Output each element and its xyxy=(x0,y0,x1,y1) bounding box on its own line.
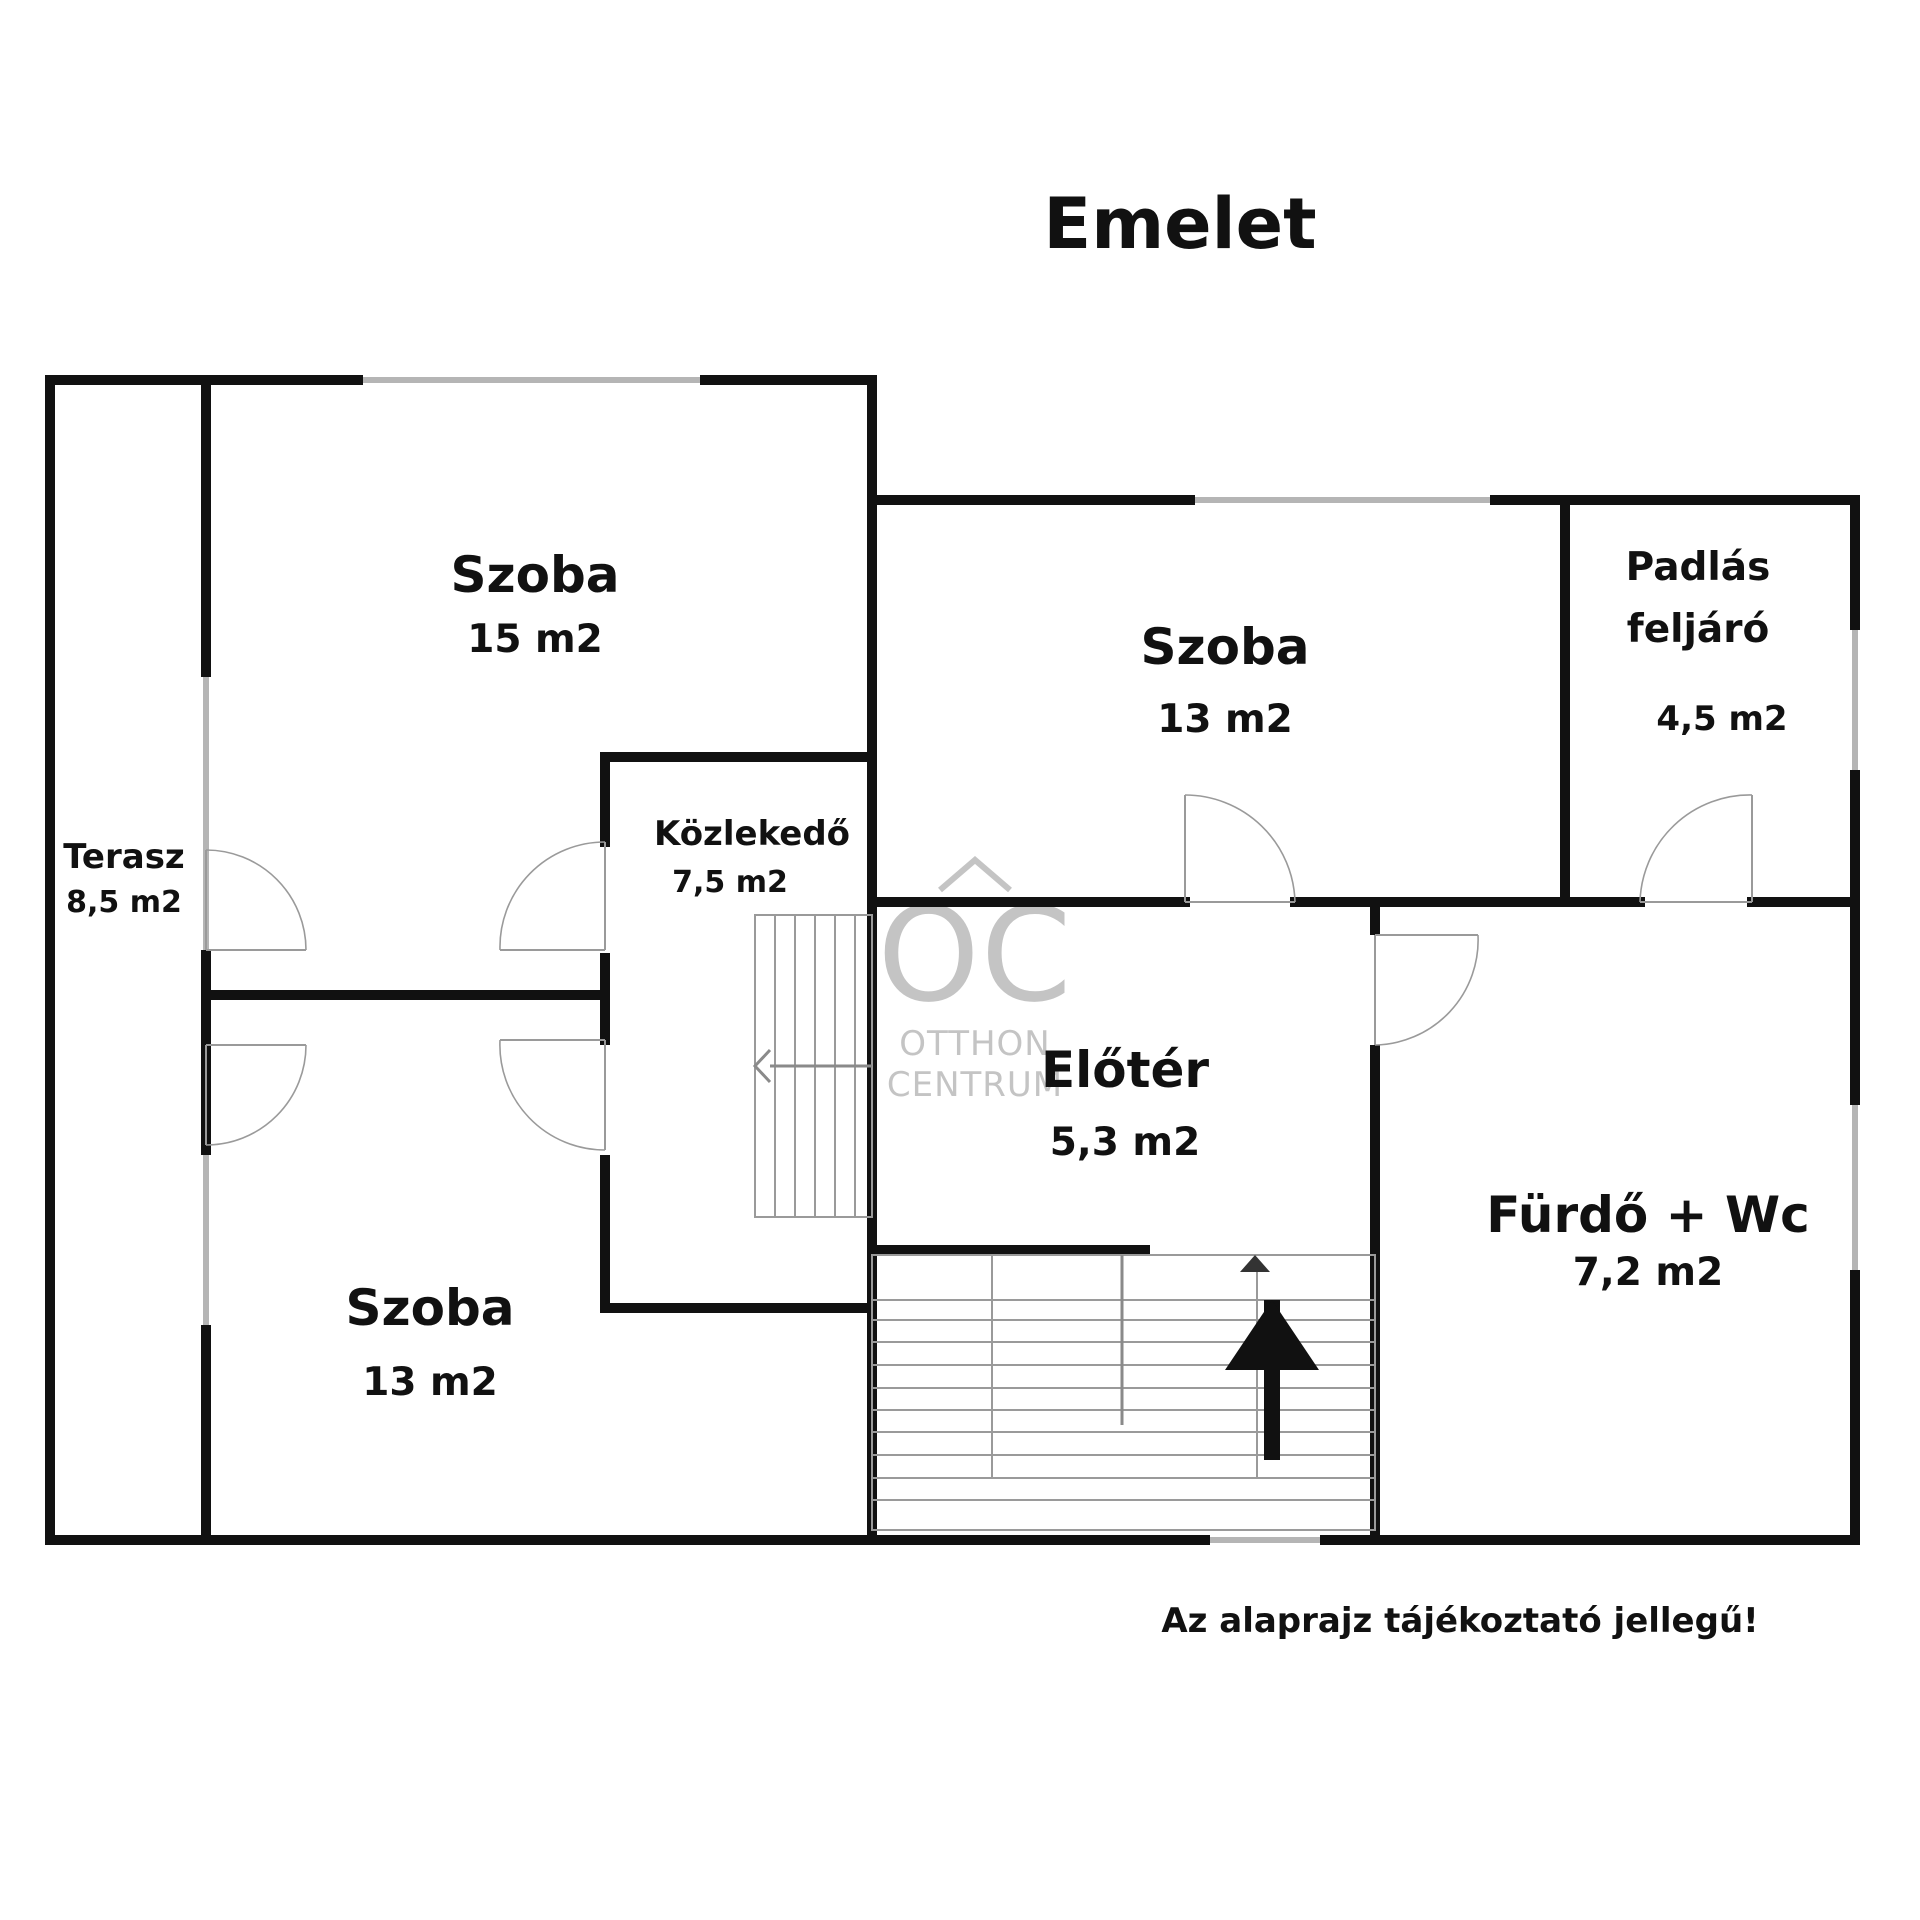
room-label-eloter: Előtér xyxy=(1041,1041,1209,1099)
logo-line-1: OTTHON xyxy=(899,1024,1050,1064)
room-labels: Szoba 15 m2 Szoba 13 m2 Padlás feljáró 4… xyxy=(63,545,1810,1405)
attic-stairs xyxy=(752,914,873,1218)
room-label-padlas-line2: feljáró xyxy=(1627,607,1770,652)
room-label-terasz: Terasz xyxy=(63,837,184,877)
room-label-szoba-sw: Szoba xyxy=(346,1279,515,1337)
room-label-kozlekedo: Közlekedő xyxy=(654,814,850,854)
room-area-terasz: 8,5 m2 xyxy=(66,885,182,920)
room-area-padlas: 4,5 m2 xyxy=(1656,699,1787,739)
room-area-eloter: 5,3 m2 xyxy=(1050,1120,1200,1165)
room-area-szoba-sw: 13 m2 xyxy=(362,1360,498,1405)
room-area-kozlekedo: 7,5 m2 xyxy=(672,865,788,900)
plan-title: Emelet xyxy=(1043,183,1316,265)
logo-line-2: CENTRUM xyxy=(887,1065,1063,1105)
doors xyxy=(205,794,1753,1151)
main-staircase xyxy=(871,1254,1376,1531)
room-label-furdo: Fürdő + Wc xyxy=(1486,1186,1810,1244)
room-label-szoba-ne: Szoba xyxy=(1141,618,1310,676)
disclaimer-text: Az alaprajz tájékoztató jellegű! xyxy=(1161,1601,1758,1641)
room-area-szoba-ne: 13 m2 xyxy=(1157,697,1293,742)
room-area-furdo: 7,2 m2 xyxy=(1573,1250,1723,1295)
room-label-szoba-nw: Szoba xyxy=(451,546,620,604)
room-label-padlas-line1: Padlás xyxy=(1626,545,1771,590)
room-area-szoba-nw: 15 m2 xyxy=(467,617,603,662)
